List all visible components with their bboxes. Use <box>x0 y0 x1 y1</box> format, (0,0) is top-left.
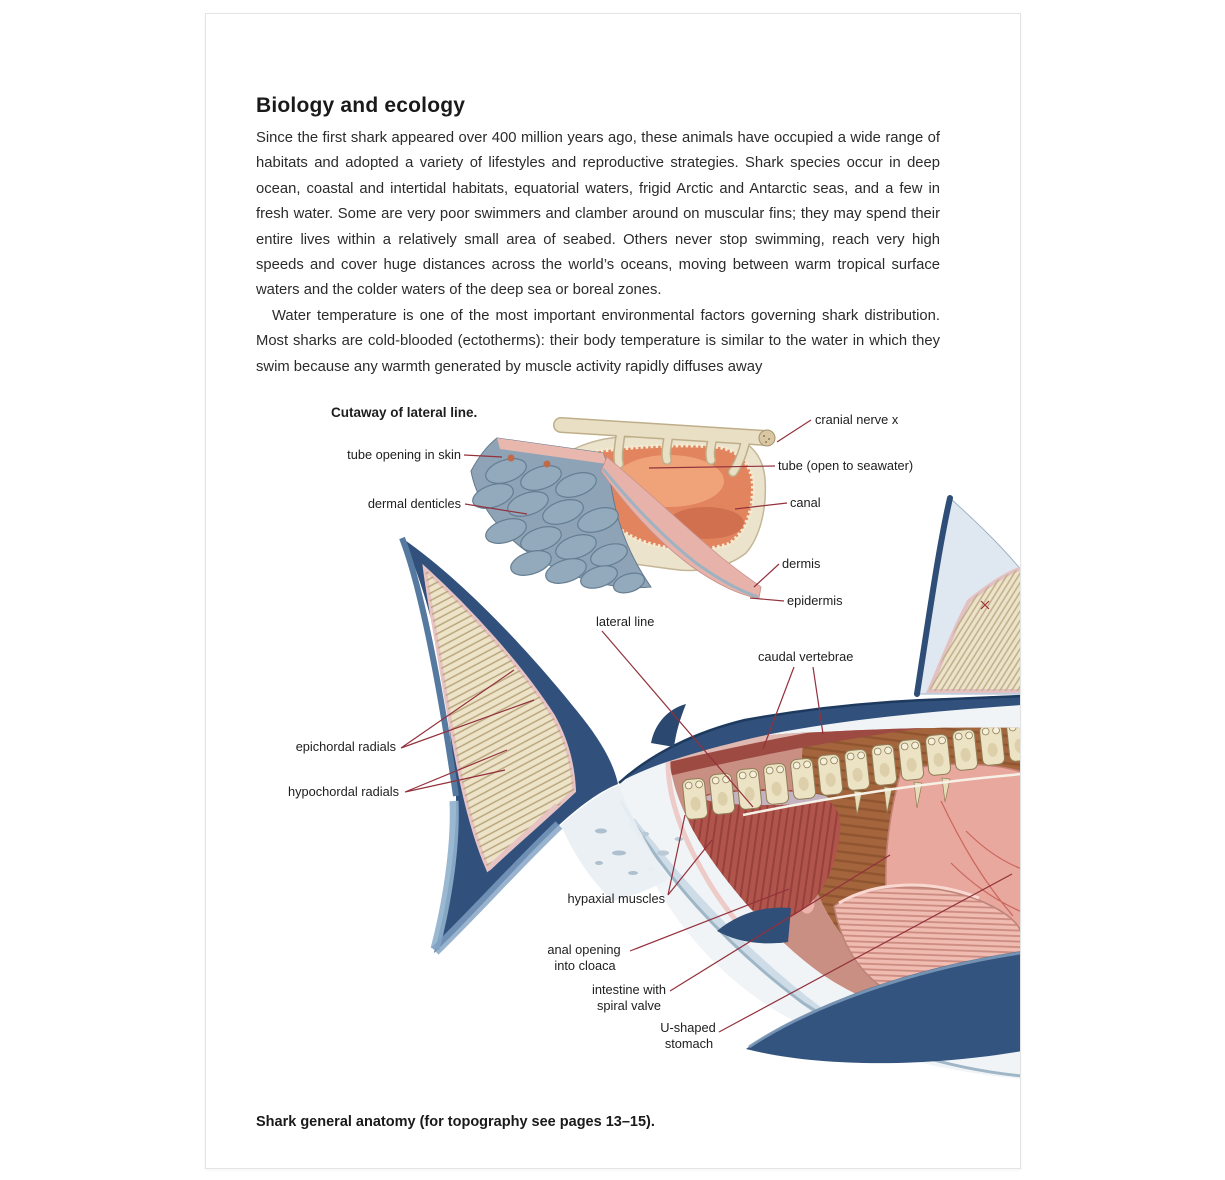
label-intestine-2: spiral valve <box>597 998 661 1013</box>
article-body: Since the first shark appeared over 400 … <box>256 126 940 380</box>
lateral-line-cutaway <box>470 417 776 599</box>
shark-illustration <box>399 495 1020 1079</box>
cranial-nerve-tube <box>553 417 776 477</box>
cutaway-title: Cutaway of lateral line. <box>331 405 477 420</box>
dermal-denticles-scales <box>472 458 646 594</box>
caudal-fin <box>399 536 618 955</box>
body-paragraph-2: Water temperature is one of the most imp… <box>256 307 940 375</box>
figure-labels: Cutaway of lateral line. tube opening in… <box>288 405 913 1051</box>
book-page: Biology and ecology Since the first shar… <box>205 13 1021 1169</box>
page-title: Biology and ecology <box>256 94 466 117</box>
label-lateral-line: lateral line <box>596 614 654 629</box>
label-stomach-1: U-shaped <box>660 1020 716 1035</box>
label-lines <box>400 419 1013 1033</box>
label-anal-opening-2: into cloaca <box>554 958 616 973</box>
dorsal-fin <box>914 495 1020 697</box>
label-stomach-2: stomach <box>665 1036 713 1051</box>
dermis-strip <box>600 456 762 599</box>
label-hypochordal-radials: hypochordal radials <box>288 784 399 799</box>
body-paragraph-1: Since the first shark appeared over 400 … <box>256 130 940 299</box>
label-dermis: dermis <box>782 556 820 571</box>
label-intestine-1: intestine with <box>592 982 666 997</box>
body-cutaway <box>669 727 1020 1036</box>
label-tube-seawater: tube (open to seawater) <box>778 458 913 473</box>
peduncle-speckles <box>595 828 638 875</box>
second-dorsal-fin <box>651 704 686 747</box>
figure-caption: Shark general anatomy (for topography se… <box>256 1114 655 1130</box>
pelvic-fin-large <box>746 951 1020 1064</box>
label-canal: canal <box>790 495 821 510</box>
pelvic-fin-small <box>717 907 791 944</box>
label-hypaxial-muscles: hypaxial muscles <box>568 891 665 906</box>
label-caudal-vertebrae: caudal vertebrae <box>758 649 853 664</box>
label-tube-opening: tube opening in skin <box>347 447 461 462</box>
label-epidermis: epidermis <box>787 593 842 608</box>
shark-anatomy-figure: Cutaway of lateral line. tube opening in… <box>288 405 1020 1079</box>
label-epichordal-radials: epichordal radials <box>296 739 396 754</box>
label-cranial-nerve: cranial nerve x <box>815 412 899 427</box>
haemal-spines <box>853 777 951 816</box>
label-anal-opening-1: anal opening <box>547 942 620 957</box>
label-dermal-denticles: dermal denticles <box>368 496 461 511</box>
